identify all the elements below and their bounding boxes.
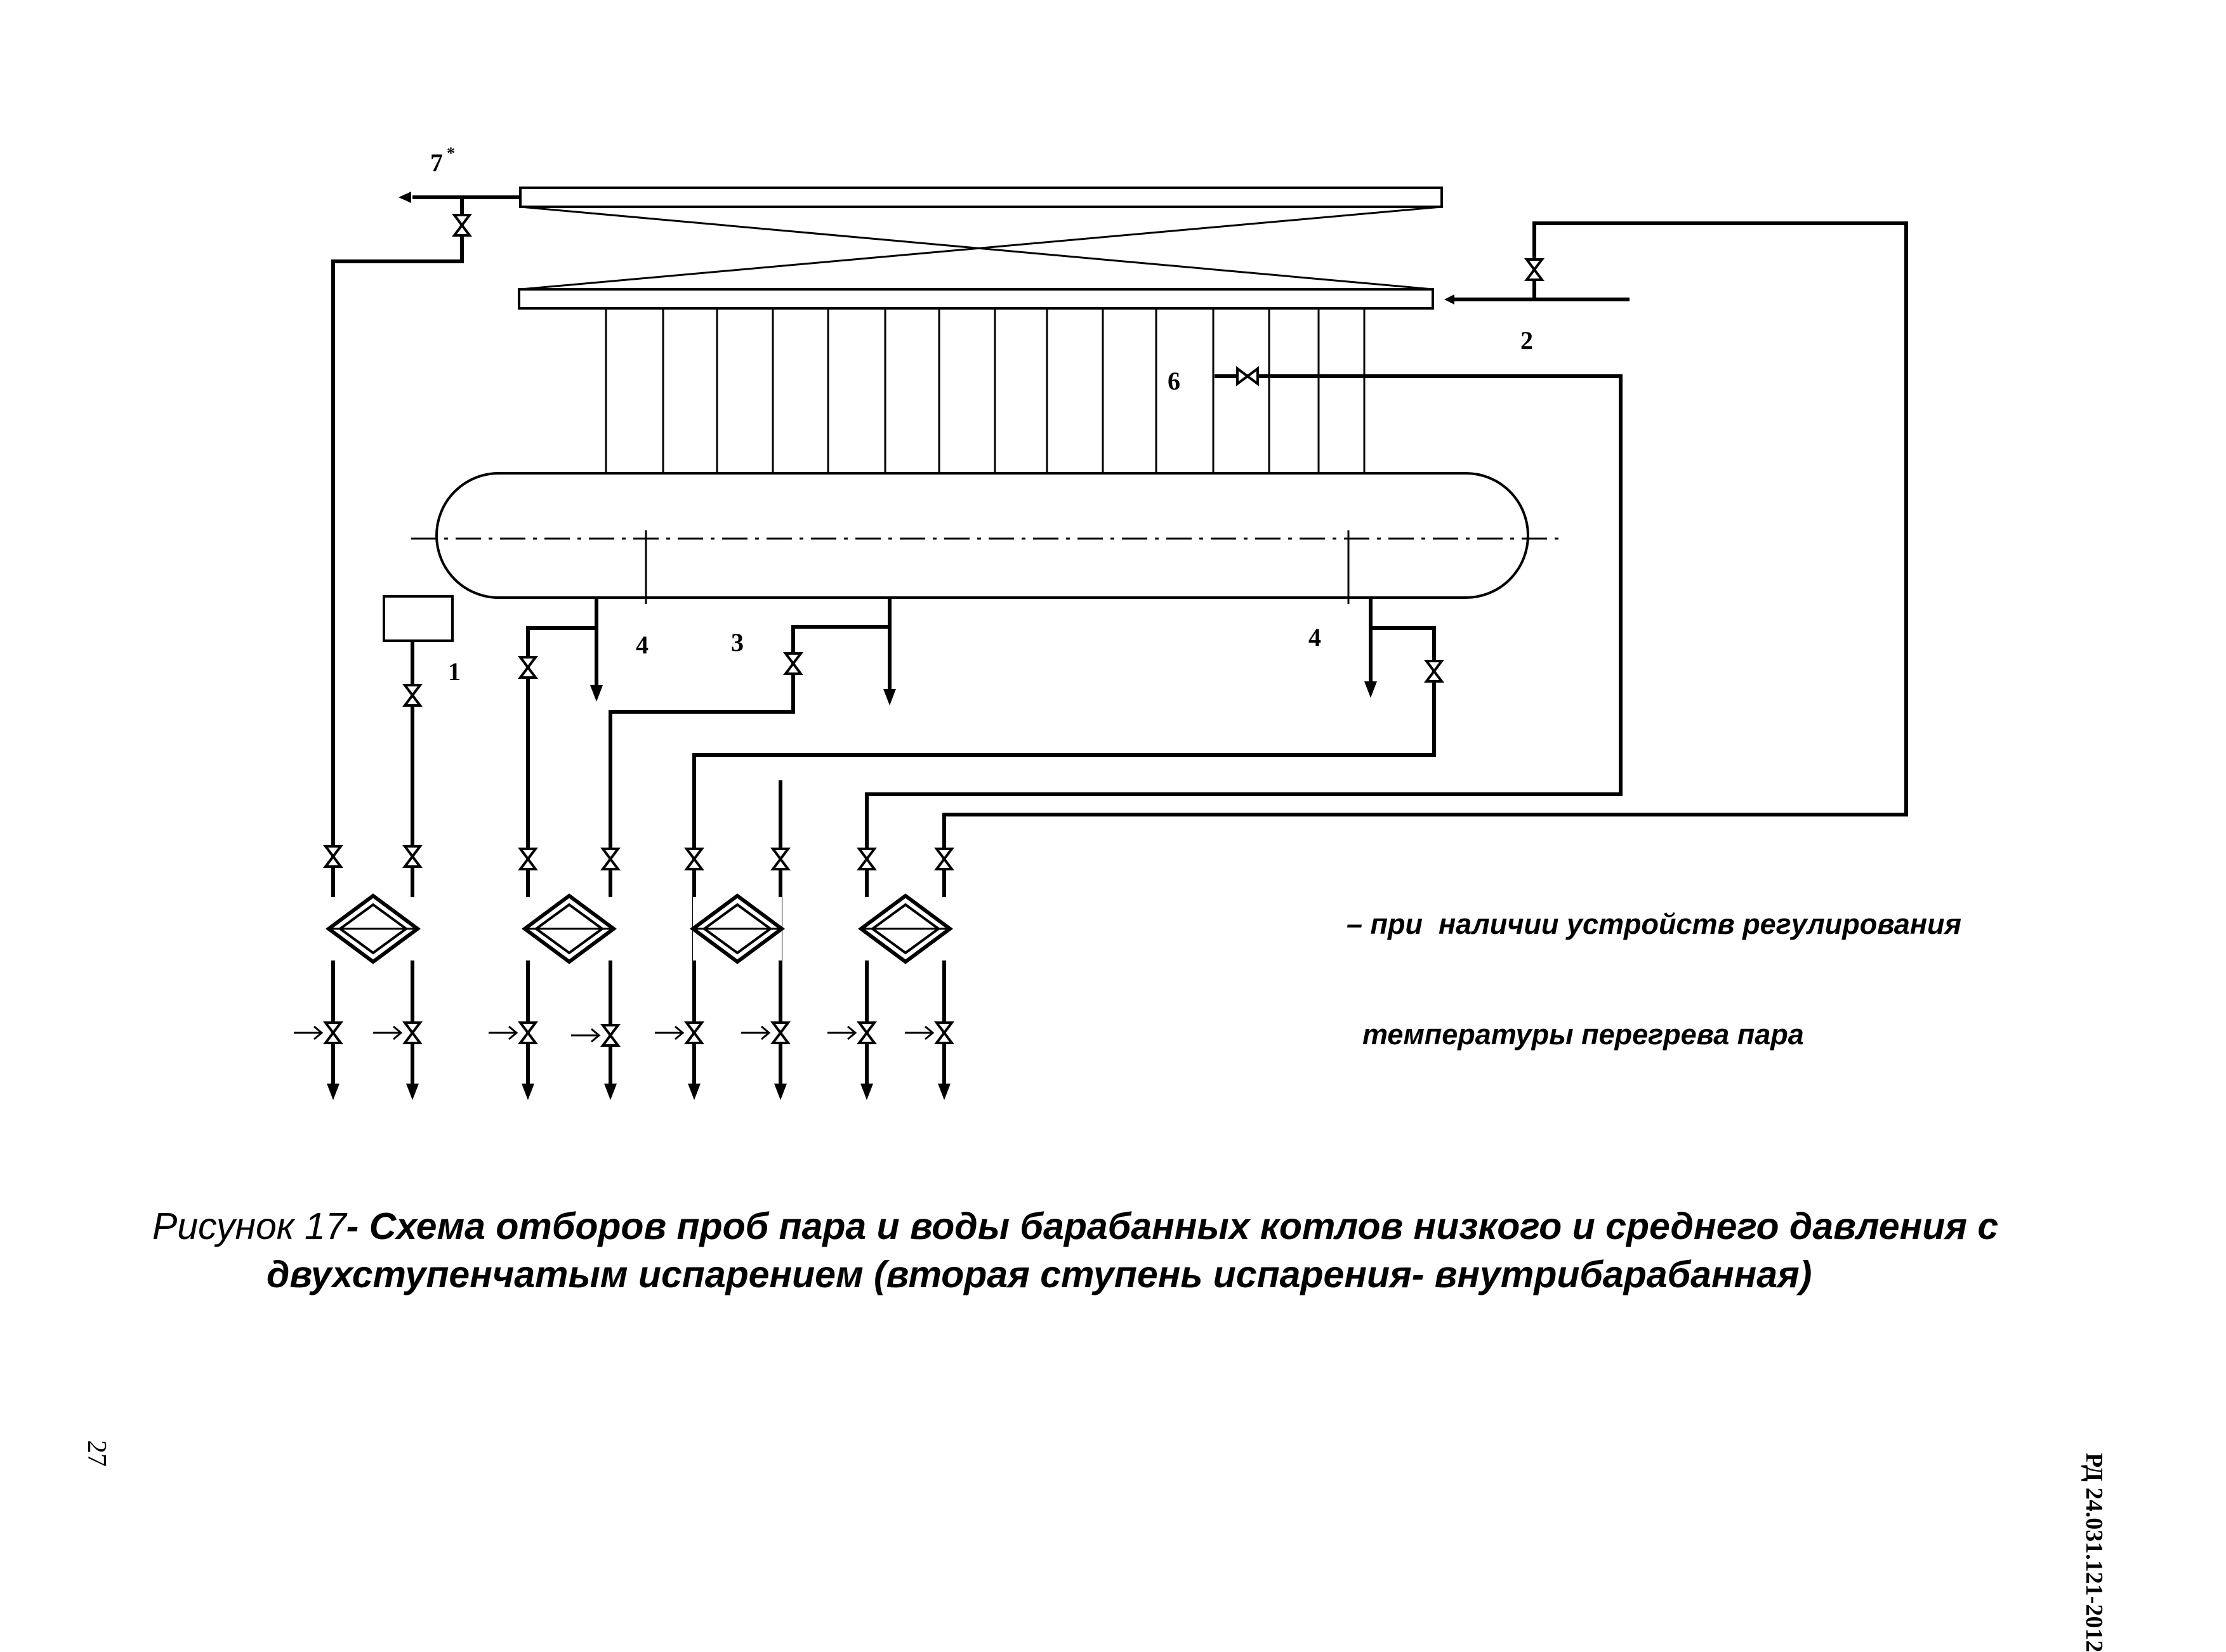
valve-icon[interactable]: [858, 848, 876, 870]
valve-icon[interactable]: [772, 1021, 789, 1044]
coolers: [329, 896, 950, 962]
cooler-icon: [329, 896, 418, 962]
cooler-icon: [525, 896, 614, 962]
valve-icon[interactable]: [519, 848, 537, 870]
valve-icon[interactable]: [519, 1021, 537, 1044]
valve-icon[interactable]: [602, 848, 619, 870]
arrow-icon: [293, 1025, 323, 1040]
label-6: 6: [1168, 367, 1180, 395]
riser-tubes: [605, 308, 1366, 473]
arrow-icon: [938, 1084, 951, 1100]
arrow-icon: [327, 1084, 339, 1100]
arrow-icon: [487, 1025, 518, 1040]
label-7-star: *: [447, 144, 455, 162]
footnote-line-1: – при наличии устройств регулирования: [1347, 908, 1961, 940]
document-code: РД 24.031.121-2012: [2081, 1453, 2107, 1652]
boiler-drum: [411, 472, 1561, 604]
valve-icon[interactable]: [324, 845, 342, 868]
arrow-icon: [740, 1025, 770, 1040]
sampling-point-1-box: [383, 595, 454, 642]
figure-caption: Рисунок 17- Схема отборов проб пара и во…: [152, 1202, 2043, 1299]
arrow-icon: [826, 1025, 857, 1040]
valve-icon[interactable]: [685, 848, 703, 870]
valve-icon[interactable]: [324, 1021, 342, 1044]
valve-icon[interactable]: [1525, 258, 1543, 281]
label-4-left: 4: [636, 631, 649, 659]
footnote: – при наличии устройств регулирования те…: [1347, 832, 1961, 1090]
arrow-icon: [654, 1025, 684, 1040]
label-4-right: 4: [1308, 623, 1321, 652]
label-7: 7: [430, 148, 443, 177]
sampling-scheme-diagram: 7 * 2 6 1 4 3 4: [293, 144, 1908, 1100]
arrow-icon: [860, 1084, 873, 1100]
valve-icon[interactable]: [519, 656, 537, 679]
label-1: 1: [448, 657, 461, 686]
upper-valves: [324, 845, 953, 870]
valve-icon[interactable]: [935, 1021, 953, 1044]
cooler-icon: [861, 896, 950, 962]
valve-icon[interactable]: [784, 652, 802, 675]
arrow-icon: [883, 689, 896, 705]
caption-lead: Рисунок 17: [152, 1205, 346, 1247]
valve-icon[interactable]: [1425, 660, 1443, 683]
valve-icon[interactable]: [404, 684, 421, 707]
arrow-icon: [372, 1025, 402, 1040]
arrow-icon: [1444, 294, 1454, 305]
superheater: [518, 187, 1443, 310]
arrow-icon: [774, 1084, 787, 1100]
arrow-icon: [522, 1084, 534, 1100]
arrow-icon: [1364, 681, 1377, 698]
arrow-icon: [604, 1084, 617, 1100]
valve-icon[interactable]: [404, 1021, 421, 1044]
valve-icon[interactable]: [685, 1021, 703, 1044]
valve-icon[interactable]: [935, 848, 953, 870]
footnote-line-2: температуры перегрева пара: [1347, 1018, 1804, 1051]
label-2: 2: [1520, 326, 1533, 355]
valve-icon[interactable]: [453, 214, 471, 237]
caption-line-1: - Схема отборов проб пара и воды барабан…: [346, 1205, 1999, 1247]
label-3: 3: [731, 628, 744, 657]
valve-icon[interactable]: [404, 845, 421, 868]
arrow-icon: [398, 192, 411, 203]
lower-valves: [324, 1021, 953, 1047]
page-number: 27: [82, 1440, 111, 1467]
valve-icon[interactable]: [602, 1024, 619, 1047]
caption-line-2: двухступенчатым испарением (вторая ступе…: [267, 1254, 1812, 1295]
cooler-icon: [693, 896, 782, 962]
arrow-icon: [688, 1084, 701, 1100]
valve-icon[interactable]: [772, 848, 789, 870]
arrow-icon: [570, 1028, 600, 1043]
arrow-icon: [590, 685, 603, 702]
valve-icon[interactable]: [858, 1021, 876, 1044]
arrow-icon: [904, 1025, 934, 1040]
outlet-arrows: [327, 1084, 951, 1100]
valve-icon[interactable]: [1236, 367, 1259, 385]
arrow-icon: [406, 1084, 419, 1100]
